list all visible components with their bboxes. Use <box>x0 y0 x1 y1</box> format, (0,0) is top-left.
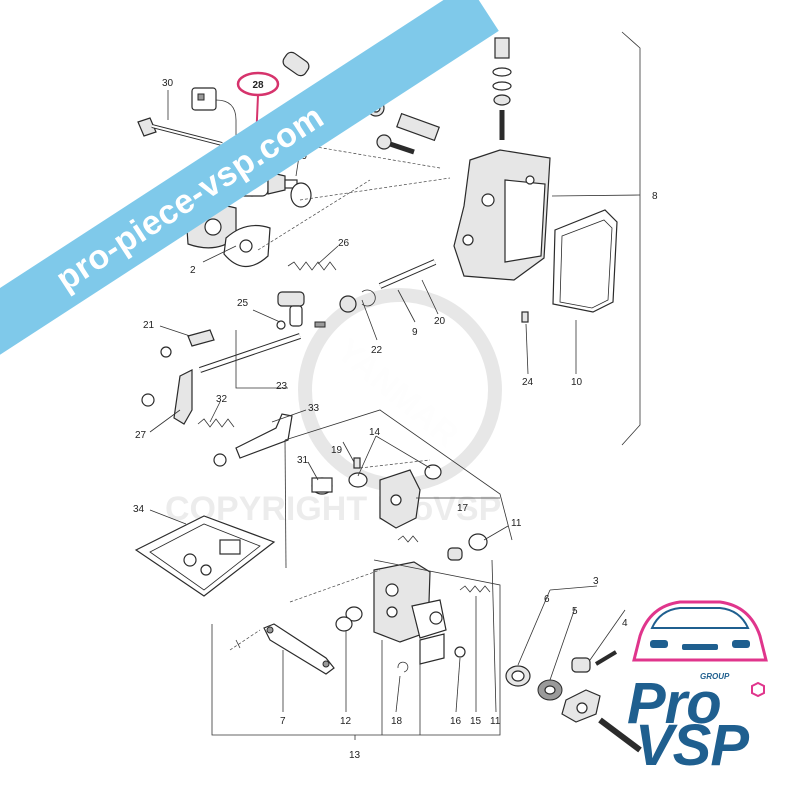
sensor-31 <box>311 477 333 495</box>
callout-19: 19 <box>331 445 343 456</box>
callout-22: 22 <box>371 345 383 356</box>
car-logo-icon <box>632 600 768 662</box>
shaft-23 <box>199 333 301 373</box>
adjust-screw <box>376 112 440 155</box>
pin-16 <box>454 646 466 658</box>
washer-25 <box>276 320 286 330</box>
bracket-21 <box>160 329 215 358</box>
pin-24 <box>521 311 529 323</box>
bracket-23 <box>235 330 288 389</box>
bolt-long <box>137 117 223 146</box>
ring-14b <box>424 464 442 480</box>
callout-11-lower: 11 <box>490 716 501 727</box>
dashline-3 <box>257 179 371 251</box>
callout-10: 10 <box>571 377 583 388</box>
group-frame-left <box>284 439 287 569</box>
block-4 <box>571 650 618 673</box>
lever-25 <box>277 291 305 327</box>
screw-washers-top <box>492 37 512 140</box>
callout-13: 13 <box>349 750 361 761</box>
callout-16: 16 <box>450 716 462 727</box>
callout-21: 21 <box>143 320 155 331</box>
callout-26: 26 <box>338 238 350 249</box>
washer-11a <box>468 533 488 551</box>
bracket-right <box>621 31 641 446</box>
gasket-10 <box>552 209 618 313</box>
pin-7 <box>235 639 241 649</box>
logo-group-text: GROUP <box>700 672 730 681</box>
callout-4: 4 <box>622 618 628 629</box>
logo-line-vsp: VSP <box>635 713 749 778</box>
callout-17: 17 <box>457 503 469 514</box>
bearing-5 <box>537 679 563 701</box>
bushing-6 <box>505 665 531 687</box>
bracket-27 <box>141 369 193 425</box>
callout-27: 27 <box>135 430 147 441</box>
callout-24: 24 <box>522 377 534 388</box>
spring-15 <box>459 585 491 593</box>
pin-19 <box>353 457 361 469</box>
callout-5: 5 <box>572 606 578 617</box>
callout-8: 8 <box>652 191 658 202</box>
callout-34: 34 <box>133 504 145 515</box>
copyright-watermark: COPYRIGHT ProVSP <box>165 490 501 528</box>
dashline-6 <box>359 459 431 469</box>
brand-stamp-watermark: YANMAR <box>298 288 502 492</box>
callout-labels: 2 3 4 5 6 7 8 9 10 11 11 12 13 14 15 16 … <box>133 78 658 761</box>
bushing-16 <box>447 547 463 561</box>
dashline-4 <box>289 569 381 603</box>
callout-3: 3 <box>593 576 599 587</box>
callout-31: 31 <box>297 455 309 466</box>
group-frame-13 <box>211 559 501 736</box>
ring-14a <box>348 472 368 488</box>
callout-14: 14 <box>369 427 381 438</box>
callout-23: 23 <box>276 381 288 392</box>
governor-housing <box>453 149 551 281</box>
gasket-2 <box>223 225 271 268</box>
gasket-kit <box>134 515 276 597</box>
callout-15: 15 <box>470 716 482 727</box>
callout-2: 2 <box>190 265 196 276</box>
clip-18 <box>397 661 409 673</box>
lever-17 <box>379 469 421 529</box>
logo-line-pro: Pro <box>627 671 722 736</box>
leader-lines <box>149 90 641 740</box>
bolt-22 <box>339 289 376 313</box>
spring-small <box>397 535 419 543</box>
callout-11-upper: 11 <box>511 518 522 529</box>
callout-28: 28 <box>252 80 264 91</box>
link-7 <box>263 623 335 675</box>
hex-badge-icon <box>751 681 765 698</box>
callout-20: 20 <box>434 316 446 327</box>
spring-26 <box>287 261 337 271</box>
callout-32: 32 <box>216 394 228 405</box>
callout-6: 6 <box>544 594 550 605</box>
group-frame-17 <box>284 409 513 541</box>
shaft-20 <box>378 259 437 289</box>
callout-30: 30 <box>162 78 174 89</box>
callout-33: 33 <box>308 403 320 414</box>
callout-7: 7 <box>280 716 286 727</box>
lever-33 <box>235 413 293 459</box>
dashline-1 <box>239 133 441 169</box>
weight-3 <box>561 689 642 753</box>
callout-18: 18 <box>391 716 403 727</box>
plate-assembly <box>373 561 447 665</box>
ring-12b <box>335 616 353 632</box>
callout-12: 12 <box>340 716 352 727</box>
dashline-2 <box>299 177 451 201</box>
spring-32 <box>197 418 235 467</box>
brand-stamp-text: YANMAR <box>329 332 465 455</box>
dashline-5 <box>229 629 261 651</box>
callout-25: 25 <box>237 298 249 309</box>
callout-9: 9 <box>412 327 418 338</box>
pin-small <box>314 321 326 328</box>
ring-12 <box>345 606 363 622</box>
